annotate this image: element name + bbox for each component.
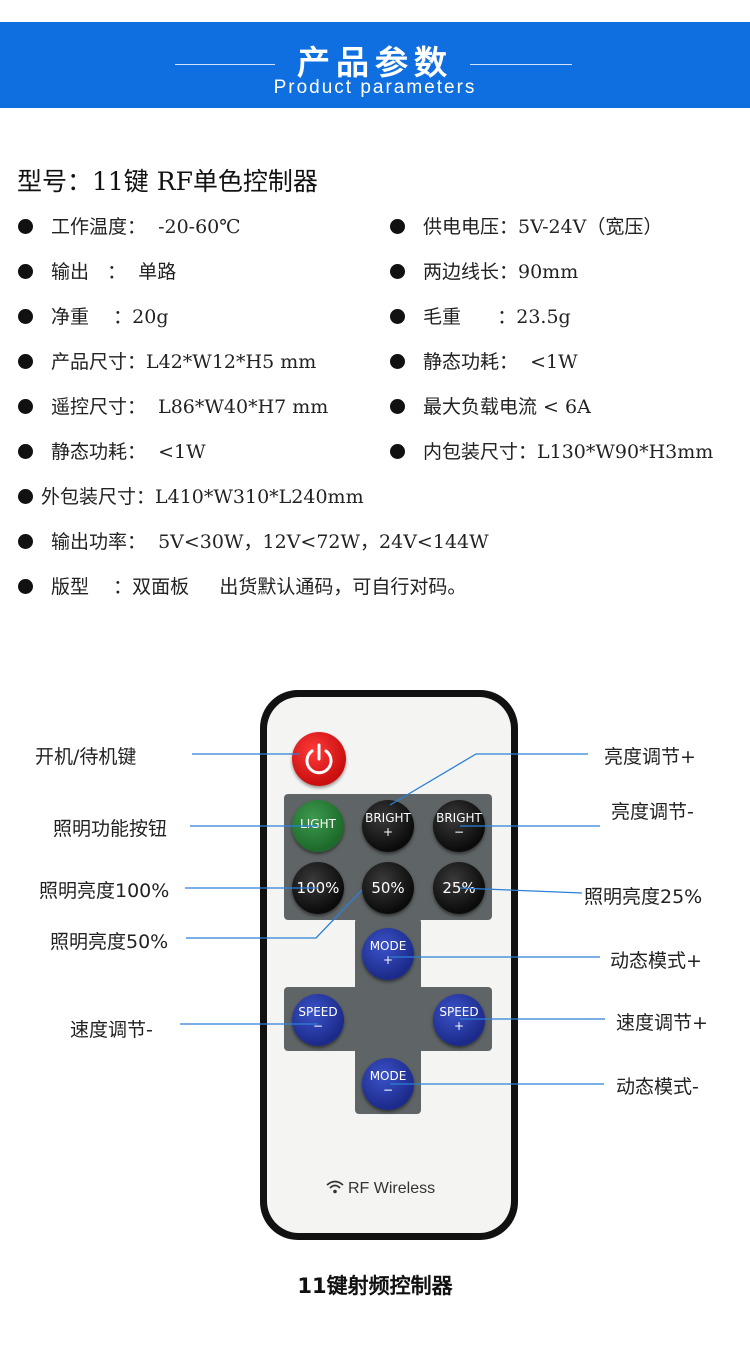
bullet-icon — [390, 399, 405, 414]
power-button[interactable] — [292, 732, 346, 786]
bullet-icon — [18, 534, 33, 549]
annotation-bright-down: 亮度调节- — [611, 801, 694, 823]
spec-item: 工作温度： -20-60℃ — [18, 212, 241, 239]
bullet-icon — [18, 354, 33, 369]
annotation-mode-down: 动态模式- — [616, 1076, 699, 1098]
bullet-icon — [390, 264, 405, 279]
header-title-cn: 产品参数 — [297, 43, 453, 82]
bullet-icon — [18, 309, 33, 324]
bullet-icon — [390, 219, 405, 234]
spec-item: 外包装尺寸：L410*W310*L240mm — [18, 482, 364, 509]
spec-item: 静态功耗： <1W — [18, 437, 206, 464]
annotation-mode-up: 动态模式+ — [610, 950, 702, 972]
mode-up-button[interactable]: MODE+ — [362, 928, 414, 980]
header-line-left — [175, 64, 275, 65]
wifi-icon — [326, 1180, 344, 1194]
bullet-icon — [18, 219, 33, 234]
annotation-brightness-100: 照明亮度100% — [39, 880, 170, 902]
header-banner: 产品参数 Product parameters — [0, 22, 750, 108]
bullet-icon — [390, 309, 405, 324]
annotation-brightness-50: 照明亮度50% — [50, 931, 169, 953]
bullet-icon — [390, 354, 405, 369]
spec-item: 最大负载电流 < 6A — [390, 392, 591, 419]
spec-item: 产品尺寸：L42*W12*H5 mm — [18, 347, 316, 374]
bullet-icon — [18, 444, 33, 459]
annotation-light: 照明功能按钮 — [53, 818, 168, 840]
annotation-bright-up: 亮度调节+ — [604, 746, 696, 768]
brightness-25-button[interactable]: 25% — [433, 862, 485, 914]
spec-item: 毛重 ：23.5g — [390, 302, 571, 329]
bullet-icon — [18, 579, 33, 594]
spec-item: 净重 ：20g — [18, 302, 169, 329]
annotation-power: 开机/待机键 — [35, 746, 137, 768]
rf-wireless-brand: RF Wireless — [326, 1180, 435, 1198]
spec-item: 内包装尺寸：L130*W90*H3mm — [390, 437, 713, 464]
spec-item: 静态功耗： <1W — [390, 347, 578, 374]
spec-item: 遥控尺寸： L86*W40*H7 mm — [18, 392, 328, 419]
speed-down-button[interactable]: SPEED− — [292, 994, 344, 1046]
spec-item: 输出功率： 5V<30W，12V<72W，24V<144W — [18, 527, 489, 554]
spec-item: 供电电压：5V-24V（宽压） — [390, 212, 662, 239]
bullet-icon — [18, 264, 33, 279]
brightness-50-button[interactable]: 50% — [362, 862, 414, 914]
spec-item: 两边线长：90mm — [390, 257, 578, 284]
annotation-speed-up: 速度调节+ — [616, 1012, 708, 1034]
bullet-icon — [390, 444, 405, 459]
bullet-icon — [18, 489, 33, 504]
spec-item: 版型 ：双面板 出货默认通码，可自行对码。 — [18, 572, 466, 599]
header-title-en: Product parameters — [273, 77, 477, 98]
annotation-speed-down: 速度调节- — [70, 1019, 153, 1041]
speed-up-button[interactable]: SPEED+ — [433, 994, 485, 1046]
annotation-brightness-25: 照明亮度25% — [584, 886, 703, 908]
header-line-right — [470, 64, 572, 65]
bright-up-button[interactable]: BRIGHT+ — [362, 800, 414, 852]
spec-item: 输出 ： 单路 — [18, 257, 176, 284]
power-icon — [305, 743, 333, 775]
bullet-icon — [18, 399, 33, 414]
model-title: 型号：11键 RF单色控制器 — [17, 167, 318, 196]
caption: 11键射频控制器 — [297, 1274, 453, 1298]
